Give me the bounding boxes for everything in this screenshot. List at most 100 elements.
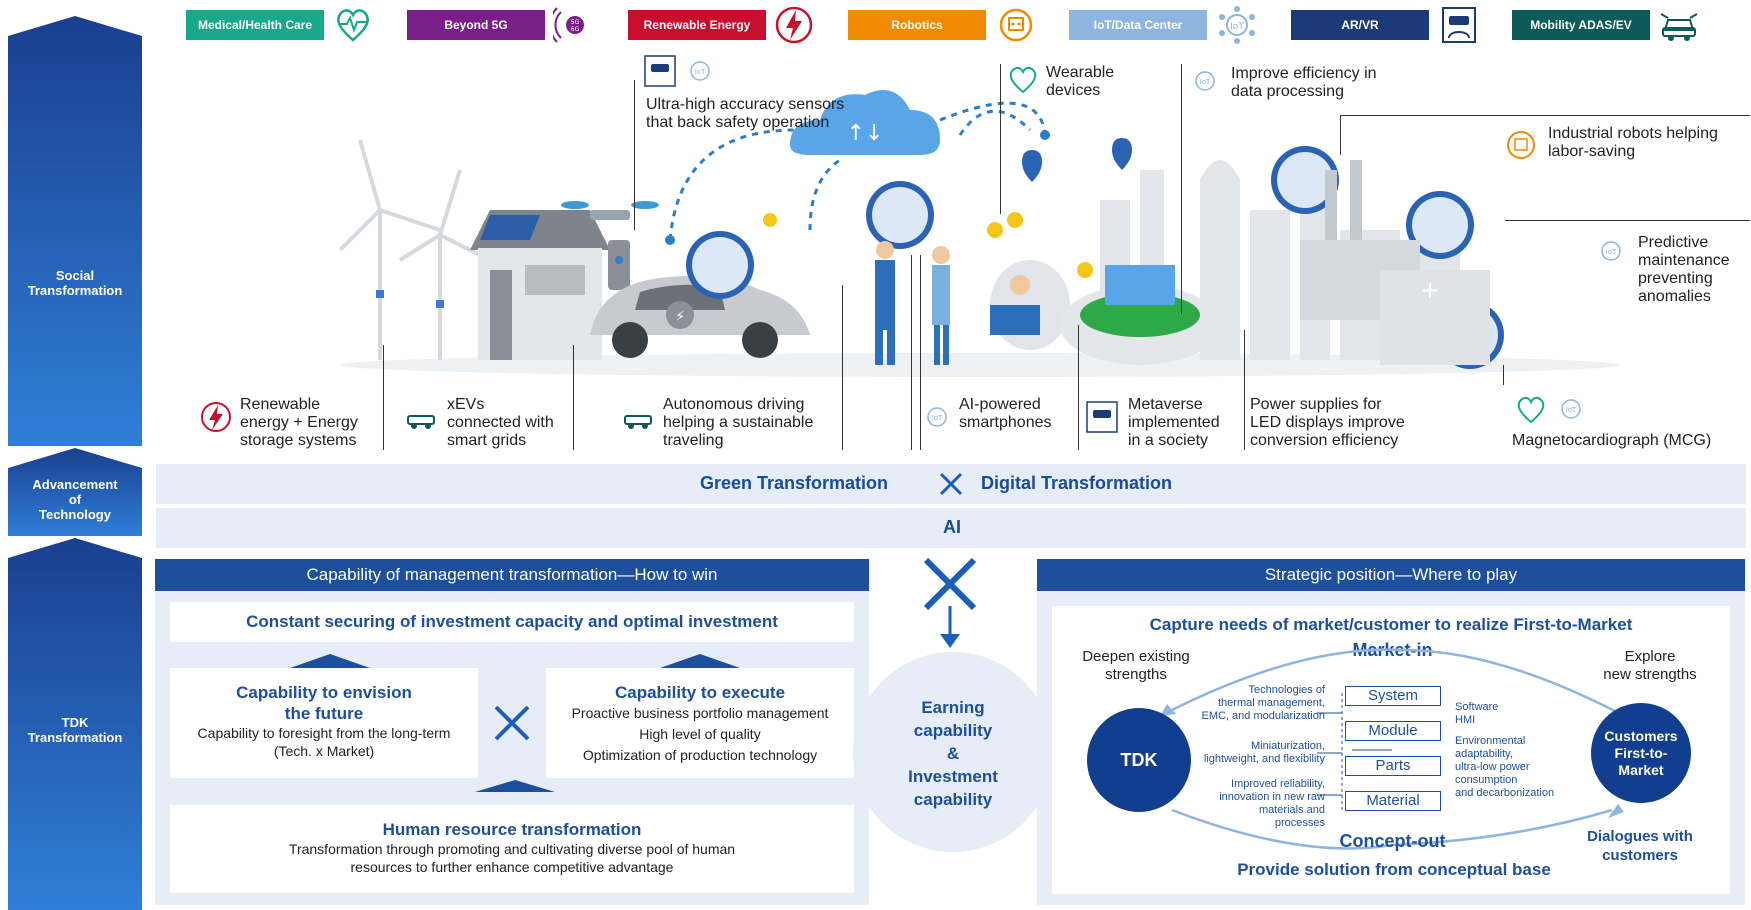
ai-band — [156, 508, 1746, 548]
green-transformation-label: Green Transformation — [700, 473, 889, 493]
car-icon — [1660, 13, 1698, 41]
hr-card: Human resource transformation Transforma… — [170, 805, 854, 893]
iot-icon: IoT — [1195, 71, 1215, 91]
segment-iot-data-center: IoT/Data Center — [1069, 10, 1207, 40]
note-miniaturization: Miniaturization, lightweight, and flexib… — [1203, 740, 1325, 765]
caption-ultra-sensors: Ultra-high accuracy sensors that back sa… — [646, 96, 845, 131]
execute-body: Proactive business portfolio management … — [571, 705, 829, 763]
caption-smartphones: AI-powered smartphones — [959, 396, 1052, 431]
note-thermal: Technologies of thermal management, EMC,… — [1201, 684, 1325, 722]
up-chevron-center — [475, 780, 555, 792]
envision-card: Capability to envision the future Capabi… — [170, 668, 478, 778]
caption-wearable: Wearable devices — [1046, 64, 1115, 99]
management-header: Capability of management transformation—… — [155, 559, 869, 591]
cross-icon — [939, 472, 963, 496]
caption-renewable: Renewable energy + Energy storage system… — [240, 396, 358, 449]
market-cycle-arrows — [1160, 648, 1633, 850]
envision-body: Capability to foresight from the long-te… — [197, 725, 451, 759]
caption-power-supplies: Power supplies for LED displays improve … — [1250, 396, 1405, 449]
svg-text:↑↓: ↑↓ — [847, 121, 884, 146]
callout-line-sensors — [634, 80, 635, 230]
vr-headset-icon — [1086, 401, 1118, 433]
investment-card: Constant securing of investment capacity… — [170, 602, 854, 642]
callout-line-wearable — [1000, 64, 1001, 214]
investment-title: Constant securing of investment capacity… — [246, 612, 778, 631]
deepen-label: Deepen existing strengths — [1082, 648, 1190, 683]
up-chevron-left — [290, 654, 370, 668]
caption-industrial-robots: Industrial robots helping labor-saving — [1548, 125, 1718, 160]
explore-label: Explore new strengths — [1603, 648, 1697, 683]
svg-text:IoT: IoT — [1200, 78, 1211, 86]
heart-pulse-icon — [337, 9, 369, 42]
earning-label: Earning capability & Investment capabili… — [908, 698, 998, 809]
execute-card: Capability to execute Proactive business… — [546, 668, 854, 778]
cross-icon — [923, 557, 977, 611]
layer-module: Module — [1345, 721, 1441, 741]
hr-body: Transformation through promoting and cul… — [288, 841, 736, 875]
iot-icon: IoT — [1601, 241, 1621, 261]
segment-renewable-energy: Renewable Energy — [628, 10, 766, 40]
callout-line-power — [1244, 330, 1245, 450]
svg-text:+: + — [1420, 276, 1440, 304]
caption-predictive: Predictive maintenance preventing anomal… — [1638, 234, 1730, 305]
caption-metaverse: Metaverse implemented in a society — [1128, 396, 1220, 449]
down-arrow-icon — [940, 606, 960, 648]
dialogues-label: Dialogues with customers — [1587, 828, 1693, 864]
callout-line-metaverse — [1078, 325, 1079, 450]
callout-line-smartphone-left — [911, 255, 912, 450]
digital-transformation-label: Digital Transformation — [981, 473, 1173, 493]
caption-mcg: Magnetocardiograph (MCG) — [1512, 432, 1712, 449]
iot-icon: IoT — [1561, 399, 1581, 419]
vr-headset-icon — [1442, 7, 1476, 43]
callout-line-autonomous — [842, 285, 843, 450]
lightning-icon — [201, 402, 231, 432]
note-software: Software HMI — [1455, 701, 1499, 726]
iot-icon: IoT — [1219, 6, 1255, 44]
svg-text:6G: 6G — [571, 26, 580, 33]
heart-pulse-icon — [1009, 66, 1037, 94]
callout-line-predictive — [1505, 220, 1750, 221]
execute-title: Capability to execute — [614, 683, 786, 702]
earning-circle — [853, 652, 1053, 852]
svg-text:IoT: IoT — [1606, 248, 1617, 256]
svg-text:IoT: IoT — [932, 414, 943, 422]
callout-line-xevs — [573, 345, 574, 450]
cross-icon — [494, 705, 530, 741]
smart-society-illustration: ⚡ ↑↓ — [340, 90, 1620, 377]
svg-text:⚡: ⚡ — [675, 309, 685, 325]
customers-circle: Customers First-to- Market — [1591, 703, 1691, 803]
capture-title: Capture needs of market/customer to real… — [1149, 615, 1633, 634]
layer-parts: Parts — [1345, 756, 1441, 776]
car-icon — [407, 415, 435, 429]
tdk-circle: TDK — [1087, 708, 1191, 812]
callout-line-robots — [1340, 115, 1750, 116]
robot-icon — [999, 8, 1033, 42]
label-tdk-transformation: TDK Transformation — [27, 715, 123, 745]
caption-data-processing: Improve efficiency in data processing — [1231, 65, 1377, 100]
segment-beyond-5g: Beyond 5G — [407, 10, 545, 40]
provide-label: Provide solution from conceptual base — [1237, 860, 1551, 879]
svg-text:IoT: IoT — [1566, 406, 1577, 414]
segment-robotics: Robotics — [848, 10, 986, 40]
callout-line-renewable — [383, 345, 384, 450]
caption-xevs: xEVs connected with smart grids — [447, 396, 554, 449]
callout-line-smartphone-right — [920, 255, 921, 450]
strategy-header: Strategic position—Where to play — [1037, 559, 1745, 591]
iot-icon: IoT — [690, 61, 710, 81]
callout-line-robots-v — [1340, 115, 1341, 155]
note-environmental: Environmental adaptability, ultra-low po… — [1455, 735, 1555, 799]
svg-text:IoT: IoT — [695, 68, 706, 76]
vr-headset-icon — [644, 55, 676, 87]
segment-mobility: Mobility ADAS/EV — [1512, 10, 1650, 40]
label-advancement-of-technology: Advancement of Technology — [32, 477, 118, 522]
concept-out-label: Concept-out — [1339, 831, 1446, 851]
svg-text:IoT: IoT — [1230, 22, 1244, 32]
envision-title: Capability to envision the future — [236, 683, 412, 723]
robot-icon — [1507, 131, 1535, 159]
hr-title: Human resource transformation — [382, 820, 642, 839]
car-icon — [624, 415, 652, 429]
callout-line-mcg — [1503, 365, 1504, 385]
heart-pulse-icon — [1517, 396, 1545, 424]
segment-medical: Medical/Health Care — [186, 10, 324, 40]
